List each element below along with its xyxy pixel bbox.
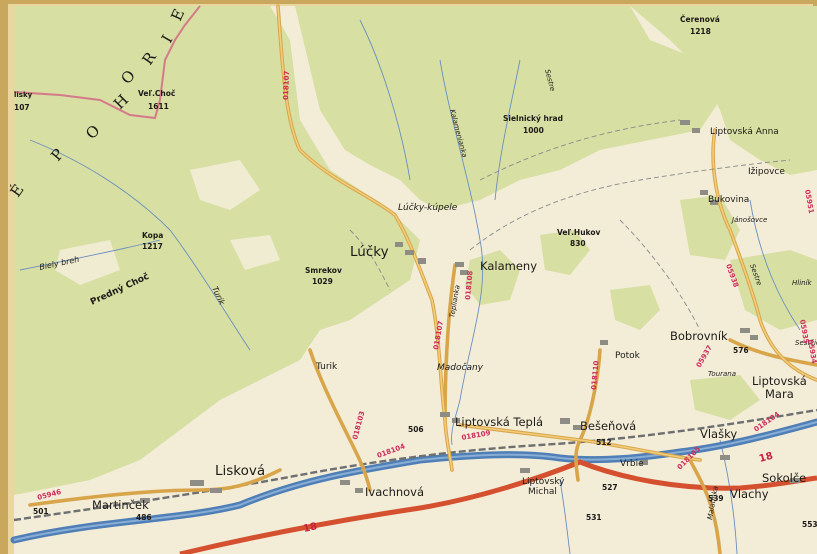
- town-label-vlachy[interactable]: Vlachy: [730, 487, 769, 501]
- elevation-label: 506: [408, 425, 424, 434]
- highway-18: [179, 459, 817, 554]
- place-label-lucky-kupele: Lúčky-kúpele: [398, 202, 458, 213]
- highway-number-labels: 18 18: [302, 451, 774, 535]
- place-label-sestcie: Sestčie: [795, 339, 817, 347]
- clearings: [55, 160, 280, 285]
- elevation-label: 486: [136, 513, 152, 522]
- elevation-label: 531: [586, 513, 602, 522]
- town-label-potok[interactable]: Potok: [615, 351, 641, 361]
- town-label-liptovsky-michal[interactable]: Liptovský: [522, 477, 565, 487]
- town-label-vlasky[interactable]: Vlašky: [700, 427, 737, 441]
- peak-label-vel-choc: Veľ.Choč: [138, 89, 176, 98]
- town-label-vrbie[interactable]: Vrbie: [620, 459, 644, 469]
- peak-elev-cerenova: 1218: [690, 27, 711, 36]
- place-label-madocany: Madočany: [437, 362, 484, 373]
- town-label-turik[interactable]: Turik: [315, 362, 338, 372]
- feature-label-lisky: lisky: [14, 91, 33, 99]
- highway-number: 18: [758, 451, 774, 465]
- peak-elev-smrekov: 1029: [312, 277, 333, 286]
- railway: [13, 408, 817, 522]
- spot-elevations: 506 512 486 501 527 531 539 576 553 107: [14, 103, 817, 529]
- town-label-ivachnova[interactable]: Ivachnová: [365, 485, 424, 499]
- elevation-label: 553: [802, 520, 817, 529]
- peak-elev-sielnicky-hrad: 1000: [523, 126, 544, 135]
- peak-elev-vel-hukov: 830: [570, 239, 586, 248]
- town-label-liptovsky-michal[interactable]: Michal: [528, 487, 557, 497]
- elevation-label: 107: [14, 103, 30, 112]
- town-label-besenova[interactable]: Bešeňová: [580, 419, 636, 433]
- peak-labels: Veľ.Choč 1611 Kopa 1217 Smrekov 1029 Sie…: [138, 15, 720, 286]
- peak-elev-vel-choc: 1611: [148, 102, 169, 111]
- route-number: 018108: [464, 270, 475, 300]
- place-label-janosovce: Jánošovce: [730, 216, 767, 224]
- town-label-sokolce[interactable]: Sokolče: [762, 471, 806, 485]
- elevation-label: 527: [602, 483, 618, 492]
- footpaths: [349, 119, 791, 331]
- town-label-kalameny[interactable]: Kalameny: [480, 259, 537, 273]
- town-label-izipovce[interactable]: Ižipovce: [748, 167, 785, 177]
- peak-label-smrekov: Smrekov: [305, 266, 342, 275]
- highway-number: 18: [302, 521, 318, 535]
- route-number: 05934: [806, 339, 817, 364]
- town-label-liptovska-anna[interactable]: Liptovská Anna: [710, 127, 779, 137]
- elevation-label: 539: [708, 494, 724, 503]
- town-label-bobrovnik[interactable]: Bobrovník: [670, 329, 728, 343]
- town-label-liptovska-tepla[interactable]: Liptovská Teplá: [455, 415, 543, 429]
- elevation-label: 512: [596, 438, 612, 447]
- town-label-lucky[interactable]: Lúčky: [350, 244, 389, 260]
- peak-label-kopa: Kopa: [142, 231, 163, 240]
- forest-areas: [14, 6, 817, 495]
- town-label-liptovska-mara[interactable]: Liptovská: [752, 374, 807, 388]
- town-label-bukovina[interactable]: Bukovina: [708, 195, 749, 205]
- streams: [19, 19, 801, 554]
- peak-label-vel-hukov: Veľ.Hukov: [557, 228, 600, 237]
- route-number: 018107: [282, 70, 291, 100]
- elevation-label: 501: [33, 507, 49, 516]
- settlements: [140, 120, 800, 503]
- town-label-liptovska-mara[interactable]: Mara: [765, 387, 794, 401]
- route-number: 018110: [590, 360, 601, 390]
- town-label-liskova[interactable]: Lisková: [215, 463, 265, 479]
- peak-elev-kopa: 1217: [142, 242, 163, 251]
- town-label-martincek[interactable]: Martinček: [92, 498, 149, 512]
- peak-label-cerenova: Čerenová: [680, 15, 720, 24]
- district-border: [13, 5, 201, 120]
- italic-place-labels: Lúčky-kúpele Madočany Jánošovce Hliník S…: [398, 202, 817, 378]
- peak-label-sielnicky-hrad: Sielnický hrad: [503, 114, 563, 123]
- road-casings: [277, 5, 817, 471]
- town-labels: Lúčky Kalameny Liptovská Teplá Bešeňová …: [92, 127, 807, 512]
- elevation-label: 576: [733, 346, 749, 355]
- place-label-tourana: Tourana: [708, 370, 736, 378]
- place-label-hlinik: Hliník: [792, 279, 813, 287]
